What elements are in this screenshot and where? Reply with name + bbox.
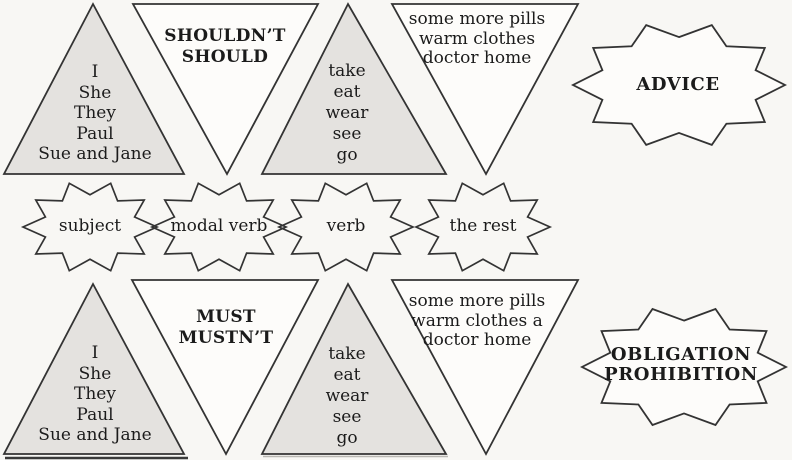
- subject-triangle-top-shape: [2, 2, 186, 175]
- text-line: wear: [325, 386, 369, 406]
- text-line: the rest: [449, 216, 517, 236]
- text-line: Sue and Jane: [38, 144, 152, 164]
- text-line: subject: [58, 216, 122, 236]
- text-line: go: [336, 145, 358, 165]
- text-line: go: [336, 428, 358, 448]
- verb-burst-label: verb: [327, 216, 366, 237]
- the-rest-burst-shape: [413, 182, 553, 272]
- verb-triangle-bottom-shape: [260, 282, 448, 455]
- text-line: Sue and Jane: [38, 425, 152, 445]
- rest-triangle-bottom-shape: [390, 279, 580, 456]
- subject-triangle-bottom-shape: [2, 282, 186, 455]
- advice-burst-label: ADVICE: [636, 75, 719, 95]
- subject-burst-shape: [20, 182, 160, 272]
- text-line: I: [91, 62, 99, 82]
- obligation-burst-shape: [580, 307, 788, 427]
- text-line: see: [332, 124, 362, 144]
- subject-burst-label: subject: [59, 216, 121, 237]
- text-line: wear: [325, 103, 369, 123]
- text-line: modal verb: [170, 216, 268, 236]
- text-line: some more pills: [408, 291, 546, 311]
- rest-triangle-bottom-text: some more pills warm clothes a doctor ho…: [408, 291, 546, 351]
- text-line: warm clothes a: [411, 310, 543, 331]
- subject-triangle-top-text: I She They Paul Sue and Jane: [38, 62, 151, 165]
- text-line: I: [91, 343, 99, 363]
- modal-triangle-top-shape: [131, 3, 320, 176]
- rest-triangle-top-text: some more pills warm clothes doctor home: [408, 9, 546, 69]
- text-line: SHOULDN’T: [164, 26, 286, 46]
- modal-triangle-top-text: SHOULDN’T SHOULD: [164, 26, 285, 68]
- text-line: doctor home: [422, 48, 532, 68]
- text-line: warm clothes: [418, 28, 536, 49]
- text-line: some more pills: [408, 9, 546, 29]
- text-line: ADVICE: [636, 74, 720, 95]
- text-line: Paul: [76, 123, 114, 144]
- text-line: She: [78, 82, 112, 103]
- text-line: They: [74, 103, 116, 123]
- verb-triangle-top-shape: [260, 2, 448, 175]
- text-line: verb: [326, 216, 366, 236]
- text-line: eat: [333, 365, 361, 385]
- text-line: MUSTN’T: [178, 328, 274, 348]
- modal-verb-burst-label: modal verb: [171, 216, 268, 237]
- rest-triangle-top-shape: [390, 3, 580, 176]
- verb-burst-shape: [276, 182, 416, 272]
- text-line: Paul: [76, 404, 114, 425]
- verb-triangle-bottom-text: take eat wear see go: [326, 344, 369, 449]
- text-line: She: [78, 363, 112, 384]
- the-rest-burst-label: the rest: [450, 216, 517, 237]
- verb-triangle-top-text: take eat wear see go: [326, 61, 369, 166]
- text-line: OBLIGATION: [610, 344, 752, 365]
- subject-triangle-bottom-text: I She They Paul Sue and Jane: [38, 343, 151, 446]
- text-line: SHOULD: [181, 47, 269, 67]
- modal-verb-burst-shape: [149, 182, 289, 272]
- obligation-burst-label: OBLIGATION PROHIBITION: [604, 345, 758, 385]
- text-line: MUST: [196, 307, 256, 327]
- advice-burst-shape: [570, 24, 788, 146]
- modal-triangle-bottom-text: MUST MUSTN’T: [179, 307, 274, 349]
- text-line: They: [74, 384, 116, 404]
- text-line: doctor home: [422, 330, 532, 350]
- modal-triangle-bottom-shape: [130, 279, 320, 456]
- text-line: see: [332, 407, 362, 427]
- text-line: take: [328, 61, 366, 81]
- text-line: eat: [333, 82, 361, 102]
- text-line: PROHIBITION: [604, 364, 758, 385]
- text-line: take: [328, 344, 366, 364]
